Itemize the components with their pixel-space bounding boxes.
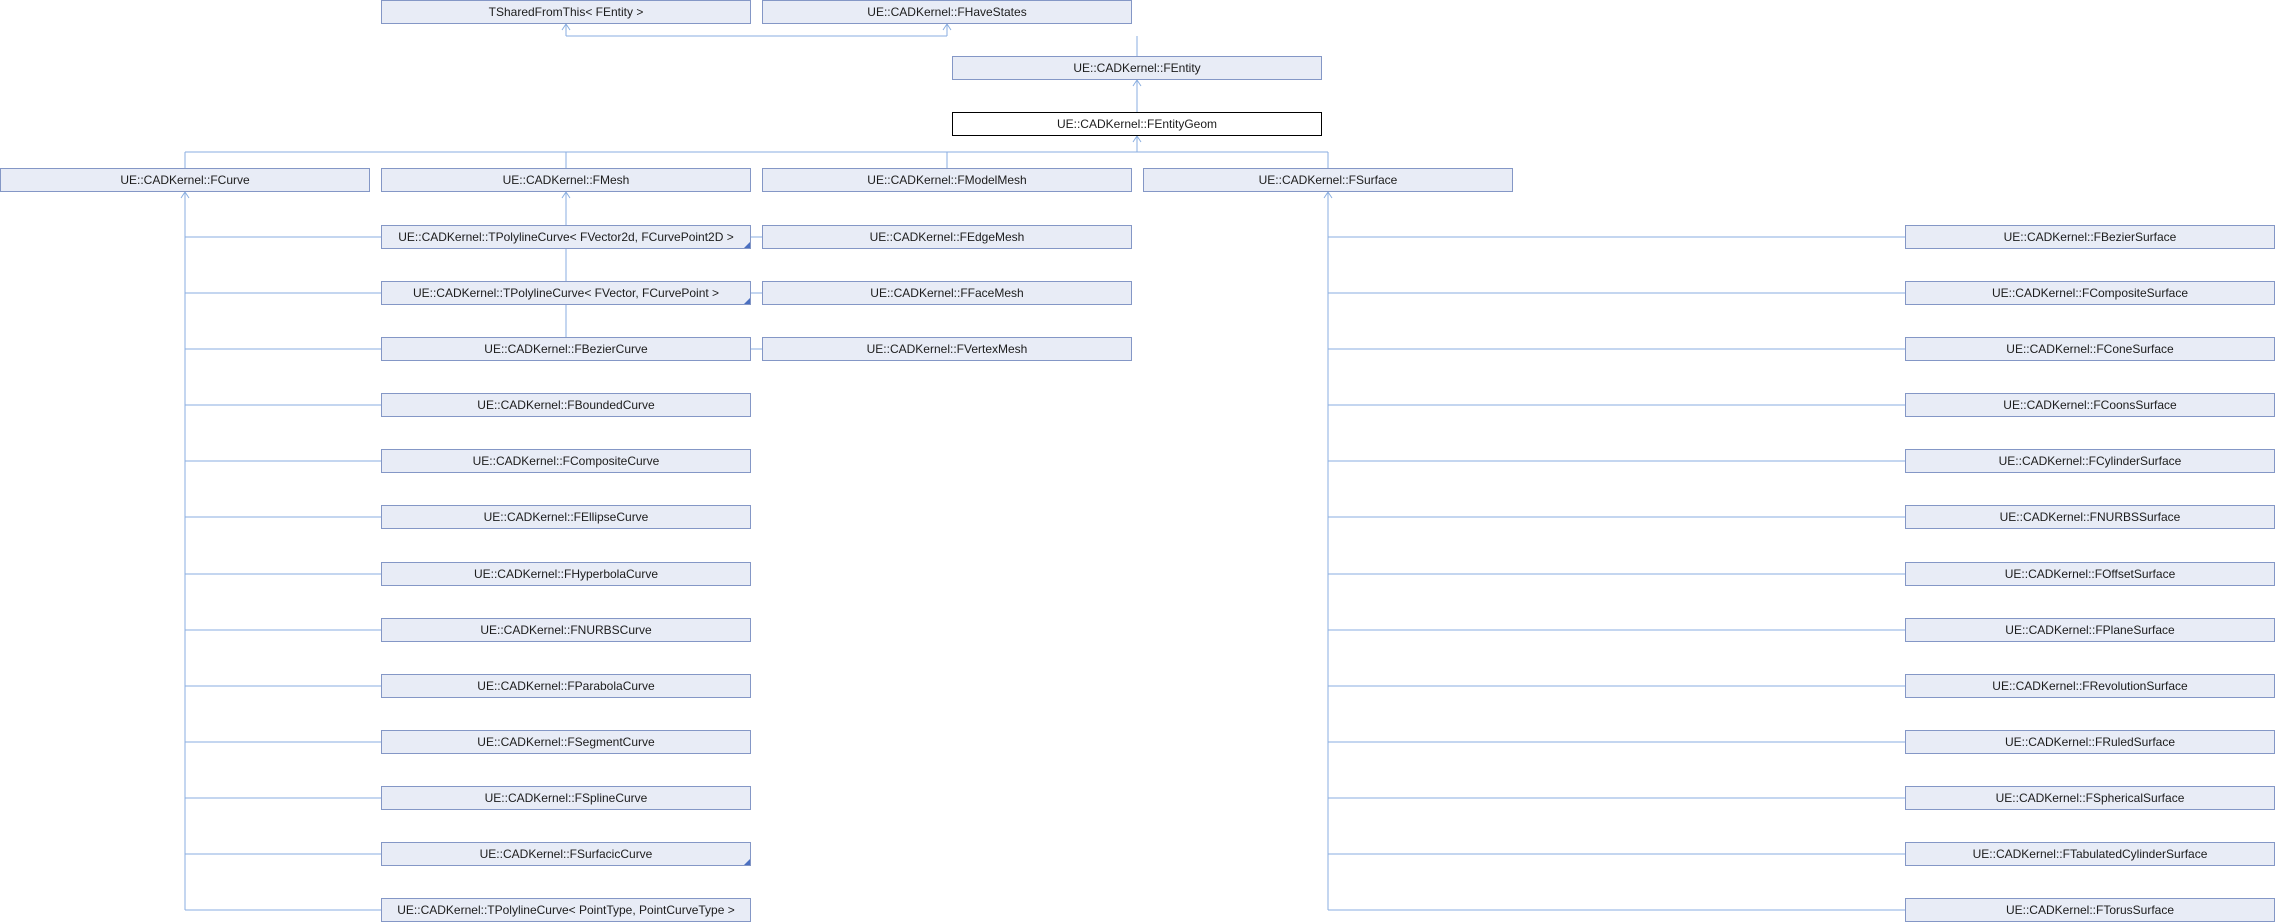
class-node-fcompositecurve[interactable]: UE::CADKernel::FCompositeCurve [381,449,751,473]
class-node-fedgemesh[interactable]: UE::CADKernel::FEdgeMesh [762,225,1132,249]
class-node-fsegmentcurve[interactable]: UE::CADKernel::FSegmentCurve [381,730,751,754]
class-node-fcoonssurface[interactable]: UE::CADKernel::FCoonsSurface [1905,393,2275,417]
class-node-fcurve[interactable]: UE::CADKernel::FCurve [0,168,370,192]
arrow-fcurve [180,191,190,199]
class-node-foffsetsurface[interactable]: UE::CADKernel::FOffsetSurface [1905,562,2275,586]
class-node-fhyperbolacurve[interactable]: UE::CADKernel::FHyperbolaCurve [381,562,751,586]
class-node-ftabulatedcylindersurface[interactable]: UE::CADKernel::FTabulatedCylinderSurface [1905,842,2275,866]
class-node-fcompositesurface[interactable]: UE::CADKernel::FCompositeSurface [1905,281,2275,305]
class-node-fboundedcurve[interactable]: UE::CADKernel::FBoundedCurve [381,393,751,417]
class-node-tpolyvec[interactable]: UE::CADKernel::TPolylineCurve< FVector, … [381,281,751,305]
class-node-ffacemesh[interactable]: UE::CADKernel::FFaceMesh [762,281,1132,305]
class-node-fellipsecurve[interactable]: UE::CADKernel::FEllipseCurve [381,505,751,529]
class-node-fnurbssurface[interactable]: UE::CADKernel::FNURBSSurface [1905,505,2275,529]
class-node-tpoly2d[interactable]: UE::CADKernel::TPolylineCurve< FVector2d… [381,225,751,249]
arrow-fhavestates [942,23,952,31]
class-node-fnurbscurve[interactable]: UE::CADKernel::FNURBSCurve [381,618,751,642]
class-node-tshared[interactable]: TSharedFromThis< FEntity > [381,0,751,24]
class-node-fentitygeom: UE::CADKernel::FEntityGeom [952,112,1322,136]
class-node-fsurface[interactable]: UE::CADKernel::FSurface [1143,168,1513,192]
class-node-fmodelmesh[interactable]: UE::CADKernel::FModelMesh [762,168,1132,192]
class-node-fsurfaciccurve[interactable]: UE::CADKernel::FSurfacicCurve [381,842,751,866]
class-node-tpolypoint[interactable]: UE::CADKernel::TPolylineCurve< PointType… [381,898,751,922]
class-node-fvertexmesh[interactable]: UE::CADKernel::FVertexMesh [762,337,1132,361]
class-node-fsphericalsurface[interactable]: UE::CADKernel::FSphericalSurface [1905,786,2275,810]
class-node-fhavestates[interactable]: UE::CADKernel::FHaveStates [762,0,1132,24]
class-node-fconesurface[interactable]: UE::CADKernel::FConeSurface [1905,337,2275,361]
arrow-fmesh [561,191,571,199]
arrow-tshared [561,23,571,31]
class-node-fsplinecurve[interactable]: UE::CADKernel::FSplineCurve [381,786,751,810]
arrow-fentity [1132,79,1142,87]
class-node-fmesh[interactable]: UE::CADKernel::FMesh [381,168,751,192]
class-node-fplanesurface[interactable]: UE::CADKernel::FPlaneSurface [1905,618,2275,642]
arrow-fsurface [1323,191,1333,199]
class-node-fbeziersurface[interactable]: UE::CADKernel::FBezierSurface [1905,225,2275,249]
class-node-fruledsurface[interactable]: UE::CADKernel::FRuledSurface [1905,730,2275,754]
class-node-fbeziercurve[interactable]: UE::CADKernel::FBezierCurve [381,337,751,361]
class-node-frevolutionsurface[interactable]: UE::CADKernel::FRevolutionSurface [1905,674,2275,698]
class-node-fentity[interactable]: UE::CADKernel::FEntity [952,56,1322,80]
class-node-ftorussurface[interactable]: UE::CADKernel::FTorusSurface [1905,898,2275,922]
class-node-fparabolacurve[interactable]: UE::CADKernel::FParabolaCurve [381,674,751,698]
arrow-fentitygeom [1132,135,1142,143]
class-node-fcylindersurface[interactable]: UE::CADKernel::FCylinderSurface [1905,449,2275,473]
